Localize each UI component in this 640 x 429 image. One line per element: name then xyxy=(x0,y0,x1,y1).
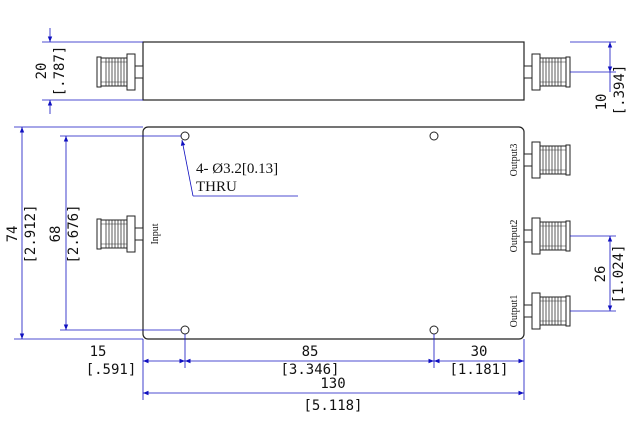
top-view: 20 [.787] 10 [.394] xyxy=(34,28,628,115)
dim-right-offset: 30 xyxy=(471,344,488,360)
top-left-connector xyxy=(96,53,144,91)
hole-note-line2: THRU xyxy=(196,179,237,195)
dim-top-height: 20 xyxy=(34,63,50,80)
dim-port-spacing-inch: [1.024] xyxy=(611,244,627,303)
dim-hole-spacing-h-inch: [3.346] xyxy=(280,362,339,378)
dim-hole-spacing-v: 68 xyxy=(48,226,64,243)
dim-right-offset-inch: [1.181] xyxy=(449,362,508,378)
dim-top-offset: 10 xyxy=(594,94,610,111)
port-label-output2: Output2 xyxy=(509,220,520,253)
dim-top-height-inch: [.787] xyxy=(52,46,68,97)
mounting-hole xyxy=(429,325,439,335)
dim-left-offset-inch: [.591] xyxy=(86,362,137,378)
port-label-output3: Output3 xyxy=(509,144,520,177)
top-view-body xyxy=(142,41,525,101)
dim-body-height: 74 xyxy=(5,226,21,243)
dim-left-offset: 15 xyxy=(90,344,107,360)
port-label-output1: Output1 xyxy=(509,295,520,328)
port-label-input: Input xyxy=(150,223,161,244)
output1-connector xyxy=(523,292,571,330)
output3-connector xyxy=(523,141,571,179)
output2-connector xyxy=(523,217,571,255)
hole-note-line1: 4- Ø3.2[0.13] xyxy=(196,161,278,177)
top-right-connector xyxy=(523,53,571,91)
mounting-hole xyxy=(429,131,439,141)
input-connector xyxy=(96,215,144,253)
dim-total-length-inch: [5.118] xyxy=(303,398,362,414)
front-view-body xyxy=(142,126,525,340)
dim-hole-spacing-h: 85 xyxy=(302,344,319,360)
dim-top-offset-inch: [.394] xyxy=(612,65,628,116)
dim-body-height-inch: [2.912] xyxy=(23,204,39,263)
dim-total-length: 130 xyxy=(320,376,345,392)
mounting-hole xyxy=(180,131,190,141)
dim-port-spacing: 26 xyxy=(593,266,609,283)
front-view: Input Output3 Output2 Output1 4- Ø3.2[0.… xyxy=(5,126,627,414)
mounting-hole xyxy=(180,325,190,335)
dim-hole-spacing-v-inch: [2.676] xyxy=(66,204,82,263)
